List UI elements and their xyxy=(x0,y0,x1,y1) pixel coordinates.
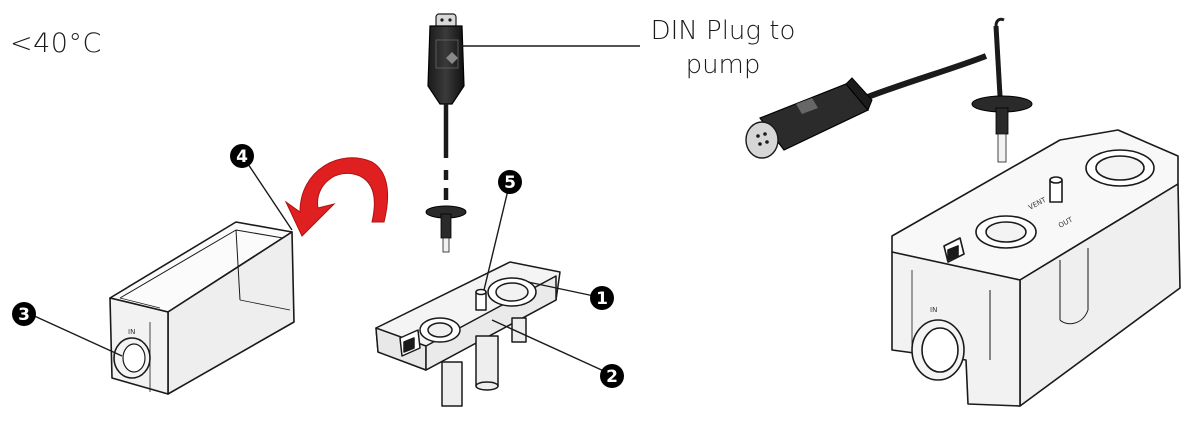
callout-4: 4 xyxy=(230,144,254,168)
reservoir-lid xyxy=(375,261,561,407)
din-plug-vertical xyxy=(427,13,465,105)
cable-grommet xyxy=(425,205,467,253)
callout-2: 2 xyxy=(600,364,624,388)
din-plug-label: DIN Plug to pump xyxy=(648,14,798,82)
reservoir-inlet-port: IN xyxy=(113,328,151,379)
callout-1-leader xyxy=(527,281,595,297)
assembled-in-marking: IN xyxy=(930,306,937,314)
assembled-reservoir xyxy=(891,129,1181,407)
assembled-cable-grommet xyxy=(971,17,1033,163)
callout-1: 1 xyxy=(590,286,614,310)
callout-3: 3 xyxy=(12,302,36,326)
callout-2-number: 2 xyxy=(606,367,618,387)
callout-4-leader xyxy=(247,163,293,231)
rotate-arrow-icon xyxy=(284,157,389,237)
callout-2-leader xyxy=(491,319,607,373)
callout-5-number: 5 xyxy=(504,173,516,193)
temperature-limit-label: <40°C xyxy=(10,28,102,59)
callout-3-number: 3 xyxy=(18,305,30,325)
din-plug-horizontal xyxy=(745,53,988,159)
din-plug-label-line2: pump xyxy=(685,50,761,80)
callout-3-leader xyxy=(29,313,123,357)
callout-5-leader xyxy=(483,189,509,291)
callout-4-number: 4 xyxy=(236,147,248,167)
callout-5: 5 xyxy=(498,170,522,194)
din-plug-label-line1: DIN Plug to xyxy=(650,16,796,46)
reservoir-in-marking: IN xyxy=(128,328,135,336)
callout-1-number: 1 xyxy=(596,289,608,309)
